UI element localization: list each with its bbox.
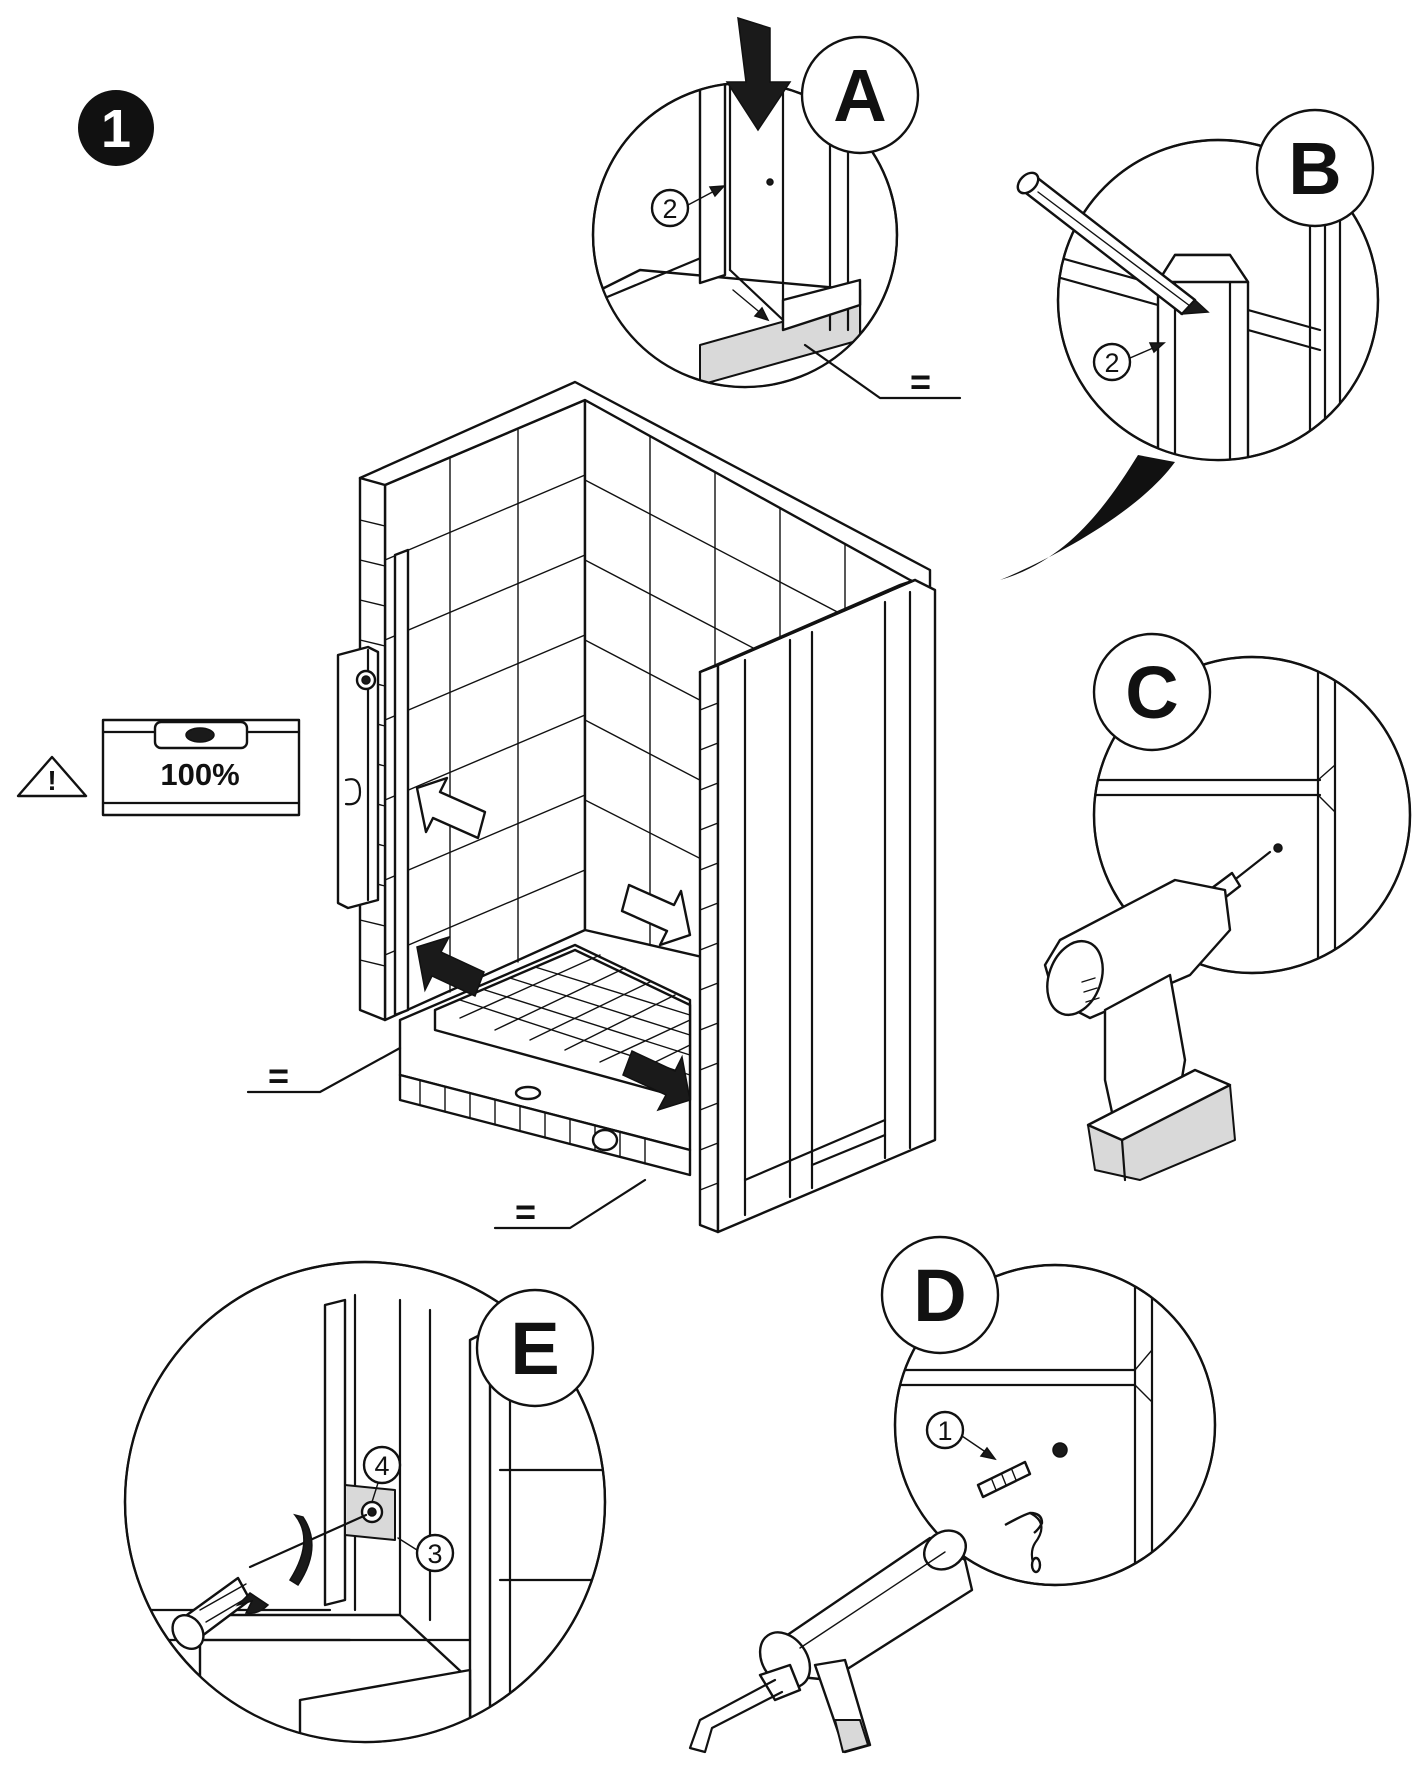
warning-symbol: !: [47, 765, 56, 796]
side-panel: [698, 578, 937, 1234]
spirit-level-icon: 100%: [101, 718, 301, 817]
right-wall-edge: [698, 663, 720, 1234]
equal-marker-left: =: [246, 1046, 402, 1096]
push-down-arrow: [725, 16, 792, 132]
callout-c: C: [1043, 632, 1412, 1182]
callout-d-part: 1: [937, 1416, 952, 1446]
callout-d: 1 D: [688, 1235, 1217, 1754]
callout-e-letter: E: [510, 1307, 559, 1390]
step-badge: 1: [78, 90, 154, 166]
shower-enclosure: = =: [246, 380, 937, 1234]
wall-bracket-icon: [344, 1484, 396, 1541]
floor-arrow-right: [622, 1049, 691, 1112]
equal-left-text: =: [268, 1055, 289, 1096]
callout-b-letter: B: [1288, 127, 1341, 210]
wall-profile-level: [336, 645, 380, 910]
callout-a-equal: =: [910, 361, 931, 402]
callout-a: 2 = A: [591, 16, 962, 402]
level-arrow-up-left: [415, 776, 487, 840]
callout-d-letter: D: [913, 1254, 966, 1337]
floor-arrow-left: [416, 935, 485, 998]
level-label: 100%: [160, 757, 239, 792]
callout-a-part: 2: [662, 194, 677, 224]
silicone-gun-icon: [688, 1511, 1044, 1754]
pencil-icon: [1016, 171, 1210, 316]
drill-icon: [1043, 850, 1272, 1182]
equal-bottom-text: =: [515, 1191, 536, 1232]
level-warning: ! 100%: [16, 718, 301, 817]
callout-b: 2 B: [1000, 108, 1380, 580]
level-arrow-down-right: [620, 883, 692, 947]
step-number: 1: [101, 99, 131, 159]
wall-plug-icon: [976, 1460, 1032, 1499]
screwdriver-icon: [171, 1513, 368, 1650]
callout-e-part-a: 4: [374, 1451, 389, 1481]
callout-e: 4 3 E: [123, 1260, 607, 1744]
shower-tray: [398, 943, 692, 1177]
equal-marker-bottom: =: [493, 1178, 647, 1232]
callout-a-letter: A: [833, 54, 886, 137]
callout-e-part-b: 3: [427, 1539, 442, 1569]
callout-c-letter: C: [1125, 651, 1178, 734]
callout-b-pointer: [1000, 455, 1175, 580]
callout-b-part: 2: [1104, 348, 1119, 378]
